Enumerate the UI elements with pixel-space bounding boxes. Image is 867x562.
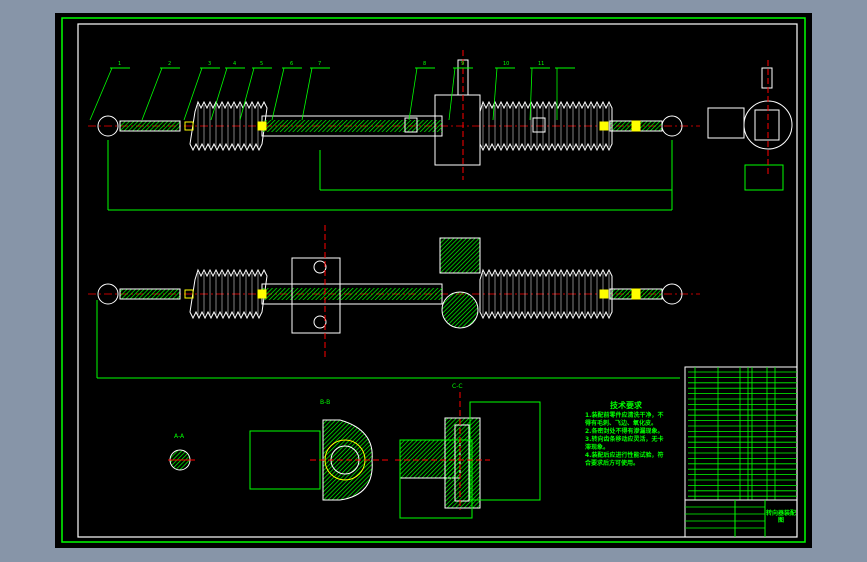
- clamp: [631, 288, 641, 300]
- right-boot: [479, 100, 613, 152]
- balloon-number: 4: [233, 61, 236, 67]
- tie-rod-end: [97, 283, 119, 305]
- side-pinion: [754, 109, 780, 141]
- balloon-leader: [492, 67, 498, 121]
- balloon-number: 1: [118, 61, 121, 67]
- mounting-bracket: [291, 257, 341, 334]
- balloon-number: 5: [260, 61, 263, 67]
- side-detail: [744, 164, 784, 191]
- balloon-number: 9: [461, 61, 464, 67]
- title-block: [684, 366, 798, 538]
- rack-mark: [532, 117, 546, 133]
- requirement-item: 2.各密封处不得有渗漏现象。: [585, 428, 664, 435]
- balloon-leader: [141, 67, 163, 121]
- technical-requirements: 技术要求 1.装配前零件应清洗干净，不得有毛刺、飞边、氧化皮。 2.各密封处不得…: [585, 402, 667, 468]
- clamp: [184, 121, 194, 131]
- rack-mark: [404, 117, 418, 133]
- requirement-item: 4.装配后应进行性能试验，符合要求后方可使用。: [585, 452, 664, 467]
- drawing-title: 转向器装配图: [766, 510, 797, 524]
- balloon-number: 11: [538, 61, 544, 67]
- tie-rod-end: [97, 115, 119, 137]
- balloon-number: 8: [423, 61, 426, 67]
- balloon-leader: [301, 67, 313, 121]
- front-view: 1 2 3 4 5 6 7 8 9 10 11: [88, 50, 793, 211]
- section-label-a: A-A: [174, 433, 185, 440]
- balloon-number: 3: [208, 61, 211, 67]
- left-boot: [189, 268, 268, 320]
- balloon-leader: [239, 67, 255, 121]
- balloon-leader: [210, 67, 228, 121]
- dim-frame: [469, 401, 541, 501]
- section-label-b: B-B: [320, 399, 330, 406]
- seal-ring: [257, 121, 267, 131]
- side-housing: [707, 107, 745, 139]
- requirements-heading: 技术要求: [610, 401, 642, 410]
- balloon-number: 2: [168, 61, 171, 67]
- title-block-frame: [684, 366, 798, 538]
- balloon-number: 6: [290, 61, 293, 67]
- housing-wall: [262, 120, 442, 132]
- right-boot: [479, 268, 613, 320]
- seal-ring: [599, 121, 609, 131]
- balloon-leader: [448, 67, 456, 121]
- mount-hole: [313, 315, 327, 329]
- section-c-pinion: [444, 417, 481, 509]
- seal-ring: [599, 289, 609, 299]
- balloon-number: 10: [503, 61, 509, 67]
- tie-rod: [119, 120, 181, 132]
- requirement-item: 1.装配前零件应清洗干净，不得有毛刺、飞边、氧化皮。: [585, 412, 664, 427]
- balloon-number: 7: [318, 61, 321, 67]
- clamp: [631, 120, 641, 132]
- valve-housing: [439, 237, 481, 274]
- top-view: [88, 225, 700, 379]
- tie-rod: [119, 288, 181, 300]
- section-label-c: C-C: [452, 383, 463, 390]
- balloon-leader: [183, 67, 203, 121]
- balloon-leader: [271, 67, 285, 121]
- balloon-leader: [529, 67, 533, 121]
- section-c-shaft: [454, 424, 470, 502]
- section-views: [168, 392, 541, 519]
- dim-frame: [399, 439, 473, 519]
- inner-frame: [77, 23, 798, 538]
- mount-hole: [313, 260, 327, 274]
- clamp: [184, 289, 194, 299]
- seal-ring: [257, 289, 267, 299]
- balloon-leader: [408, 67, 418, 121]
- pinion-gear: [441, 291, 479, 329]
- left-boot: [189, 100, 268, 152]
- outer-frame: [61, 17, 806, 543]
- balloon-leader: [89, 67, 113, 121]
- side-shaft: [761, 67, 773, 89]
- dim-frame: [249, 430, 321, 490]
- requirement-item: 3.转向齿条移动应灵活，无卡滞现象。: [585, 436, 664, 451]
- housing-wall: [262, 288, 442, 300]
